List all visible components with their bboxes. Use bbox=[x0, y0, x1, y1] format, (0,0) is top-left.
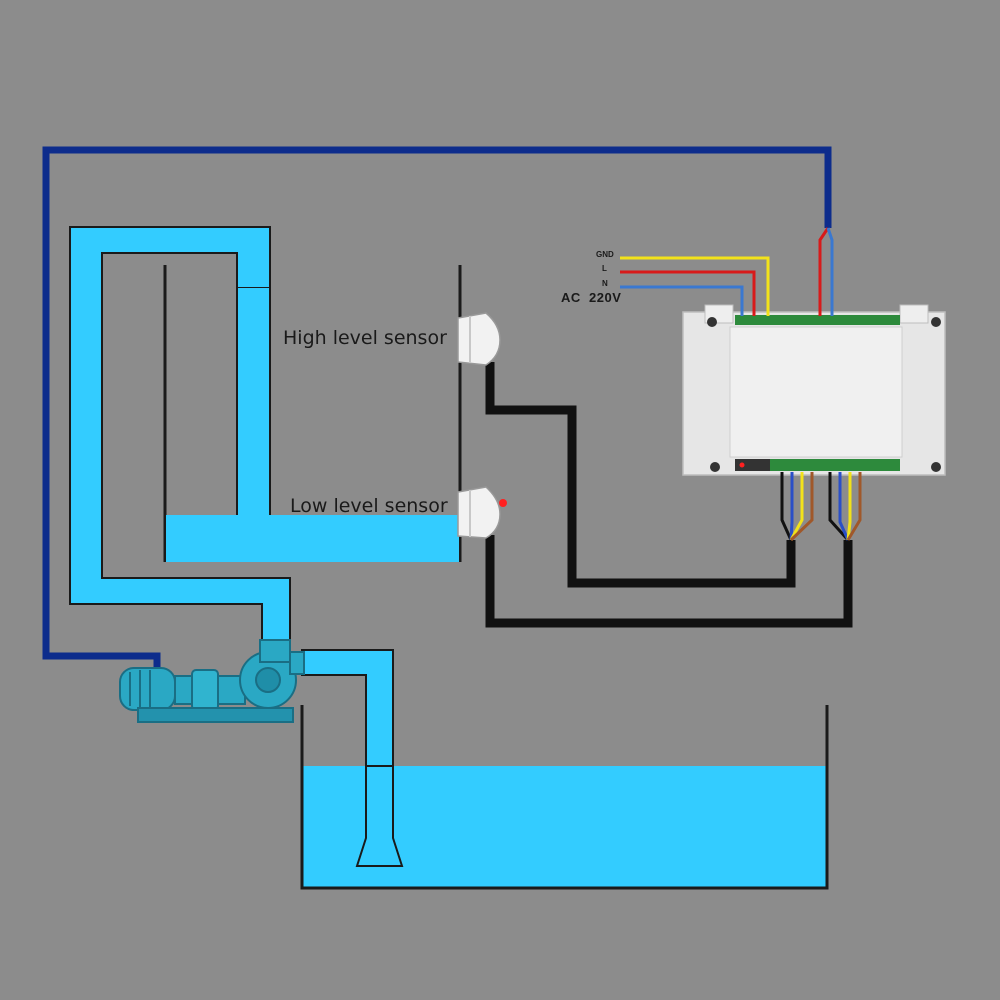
bottom-terminal-block bbox=[735, 459, 900, 471]
supply-label: AC 220V bbox=[561, 290, 622, 305]
live-wire bbox=[620, 270, 756, 316]
pump-output-wires bbox=[818, 227, 834, 316]
lower-tank bbox=[300, 705, 829, 890]
feed-pipe bbox=[237, 288, 270, 515]
top-terminal-block bbox=[735, 315, 900, 325]
neutral-wire bbox=[620, 285, 744, 316]
indicator-light-icon bbox=[499, 499, 507, 507]
neutral-label: N bbox=[602, 279, 608, 288]
upper-tank-water bbox=[166, 515, 459, 562]
high-sensor-wire bbox=[485, 362, 796, 588]
sensor-input-wires bbox=[780, 472, 862, 542]
lower-tank-walls bbox=[300, 705, 829, 890]
gnd-label: GND bbox=[596, 250, 614, 259]
live-label: L bbox=[602, 264, 607, 273]
low-sensor-wire bbox=[485, 535, 853, 628]
high-sensor-label: High level sensor bbox=[283, 327, 447, 349]
intake-pipe-submerged bbox=[355, 765, 404, 867]
gnd-wire bbox=[620, 256, 770, 316]
high-sensor-icon bbox=[457, 312, 501, 366]
controller-icon bbox=[682, 304, 946, 476]
power-wires bbox=[620, 256, 770, 316]
low-sensor-label: Low level sensor bbox=[290, 495, 448, 517]
pump-control-wire bbox=[42, 146, 832, 668]
pump-icon bbox=[119, 639, 305, 723]
low-sensor-icon bbox=[457, 486, 507, 539]
